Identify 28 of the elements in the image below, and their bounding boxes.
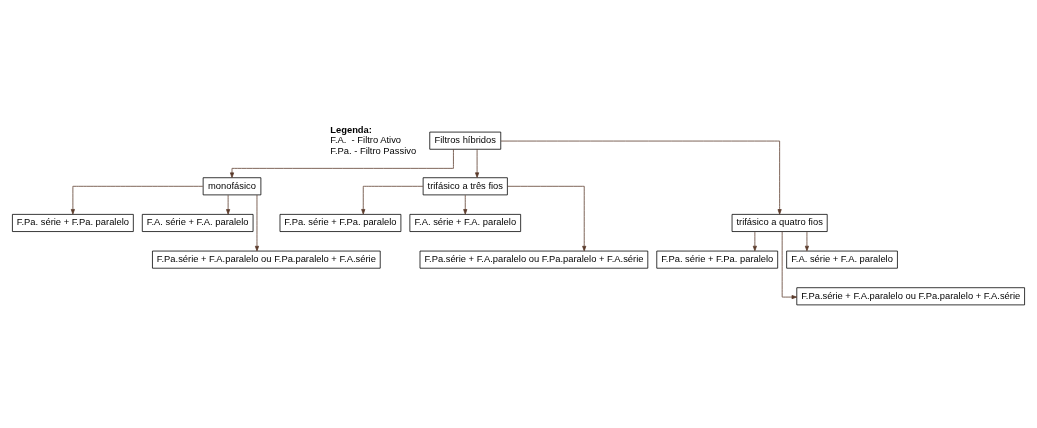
arrow bbox=[781, 231, 798, 300]
arrow bbox=[226, 194, 231, 215]
arrow bbox=[507, 185, 587, 252]
node-box: Filtros híbridos bbox=[429, 131, 502, 150]
node-box: F.A. série + F.A. paralelo bbox=[409, 214, 522, 232]
label: F.Pa. - Filtro Passivo bbox=[330, 145, 417, 156]
node-box: F.Pa. série + F.Pa. paralelo bbox=[279, 214, 402, 232]
arrow bbox=[463, 194, 468, 215]
arrow bbox=[500, 140, 782, 215]
arrow bbox=[254, 194, 259, 252]
node-box: trifásico a três fios bbox=[422, 177, 508, 196]
arrow bbox=[230, 149, 454, 178]
arrow bbox=[804, 231, 809, 252]
node-box: F.Pa. série + F.Pa. paralelo bbox=[656, 250, 779, 269]
label: Legenda: bbox=[330, 124, 372, 135]
node-box: F.Pa.série + F.A.paralelo ou F.Pa.paralelo + F.A.série bbox=[152, 250, 381, 269]
node-box: F.Pa.série + F.A.paralelo ou F.Pa.paralelo + F.A.série bbox=[796, 287, 1025, 306]
arrow bbox=[752, 231, 757, 252]
arrow bbox=[361, 185, 424, 215]
label: F.A. - Filtro Ativo bbox=[330, 135, 402, 146]
node-box: F.Pa. série + F.Pa. paralelo bbox=[12, 214, 134, 232]
arrow bbox=[70, 185, 204, 215]
node-box: monofásico bbox=[202, 177, 262, 196]
node-box: F.A. série + F.A. paralelo bbox=[141, 214, 254, 232]
node-box: F.A. série + F.A. paralelo bbox=[786, 250, 898, 269]
node-box: F.Pa.série + F.A.paralelo ou F.Pa.paralelo + F.A.série bbox=[419, 250, 649, 269]
arrow bbox=[475, 148, 480, 178]
node-box: trifásico a quatro fios bbox=[731, 214, 828, 232]
